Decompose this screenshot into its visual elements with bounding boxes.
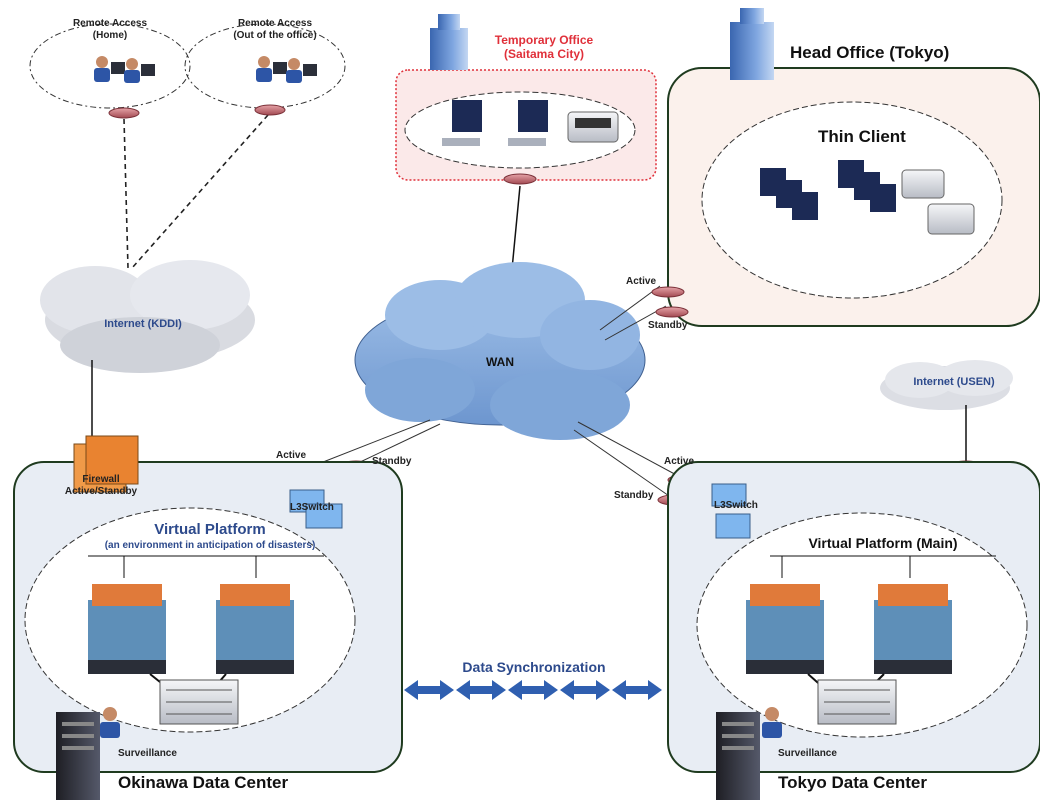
remote-access-home-sub: (Home)	[92, 30, 128, 41]
remote-access-office-sub: (Out of the office)	[233, 30, 317, 41]
tokyo-host-1-icon	[746, 584, 824, 674]
internet-kddi-cloud	[40, 260, 255, 373]
remote-access-office-title: Remote Access	[237, 18, 313, 29]
tokyo-data-center-title: Tokyo Data Center	[778, 773, 927, 792]
internet-usen-label: Internet (USEN)	[913, 376, 995, 388]
tokyo-surveillance-person-icon	[762, 707, 782, 738]
okinawa-surveillance-person-icon	[100, 707, 120, 738]
internet-kddi-label: Internet (KDDI)	[104, 318, 182, 330]
okinawa-surveillance-label: Surveillance	[118, 748, 177, 759]
tokyo-storage-icon	[817, 679, 897, 725]
tokyo-l3switch-icon	[711, 483, 751, 539]
okinawa-data-center-title: Okinawa Data Center	[118, 773, 289, 792]
okinawa-storage-icon	[159, 679, 239, 725]
data-sync-arrows	[404, 680, 662, 700]
temporary-office-building-icon	[430, 14, 468, 70]
tokyo-host-2-icon	[874, 584, 952, 674]
remote-access-home-title: Remote Access	[72, 18, 148, 29]
tokyo-server-rack-icon	[716, 712, 760, 800]
temporary-office-title: Temporary Office	[494, 33, 594, 47]
tokyo-active-label: Active	[664, 456, 695, 467]
tokyo-standby-label: Standby	[614, 490, 654, 501]
head-standby-label: Standby	[648, 320, 688, 331]
internet-usen-cloud	[880, 360, 1013, 410]
okinawa-server-rack-icon	[56, 712, 100, 800]
router-remote-office-icon	[254, 104, 286, 116]
head-office-building-icon	[730, 8, 774, 80]
tokyo-l3switch-label: L3Switch	[714, 500, 758, 511]
thin-client-label: Thin Client	[818, 127, 906, 146]
firewall-mode-label: Active/Standby	[64, 486, 138, 497]
okinawa-l3switch-label: L3Switch	[290, 502, 334, 513]
tokyo-surveillance-label: Surveillance	[778, 748, 837, 759]
okinawa-host-1-icon	[88, 584, 166, 674]
wan-label: WAN	[486, 355, 514, 369]
okinawa-platform-title: Virtual Platform	[154, 521, 266, 538]
temporary-office-pcs-icon	[442, 100, 619, 146]
okinawa-l3switch-icon	[289, 489, 343, 529]
remote-users-home-icon	[94, 56, 155, 83]
data-sync-label: Data Synchronization	[462, 659, 606, 675]
firewall-label: Firewall	[82, 474, 120, 485]
router-head-standby-icon	[655, 306, 689, 318]
head-active-label: Active	[626, 276, 657, 287]
thin-client-pcs-icon	[760, 160, 975, 235]
head-office-title: Head Office (Tokyo)	[790, 43, 950, 62]
okinawa-host-2-icon	[216, 584, 294, 674]
okinawa-standby-label: Standby	[372, 456, 412, 467]
okinawa-active-label: Active	[276, 450, 307, 461]
wan-cloud	[354, 262, 646, 440]
router-head-active-icon	[651, 286, 685, 298]
router-remote-home-icon	[108, 107, 140, 119]
okinawa-firewall-icon	[73, 435, 139, 493]
okinawa-platform-sub: (an environment in anticipation of disas…	[104, 540, 316, 551]
tokyo-platform-title: Virtual Platform (Main)	[808, 535, 958, 551]
remote-users-office-icon	[256, 56, 317, 83]
router-temp-office-icon	[503, 173, 537, 185]
remote-access-home-zone	[29, 23, 191, 109]
temporary-office-sub: (Saitama City)	[503, 47, 585, 61]
